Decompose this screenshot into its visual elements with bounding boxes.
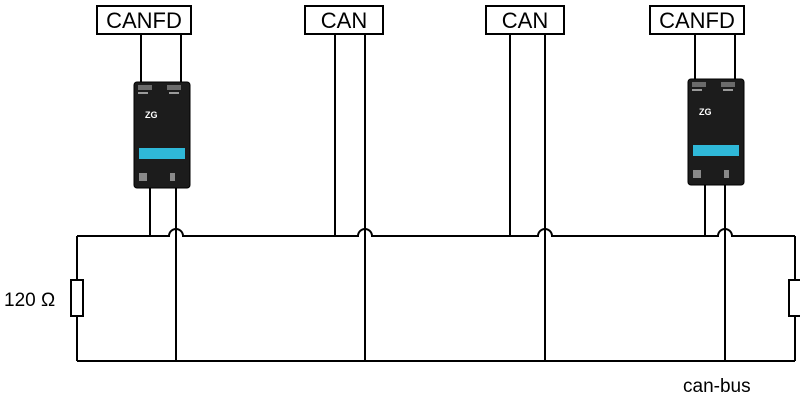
node-canfd-right: CANFD: [649, 5, 745, 35]
terminator-resistor-right: [788, 279, 800, 317]
device-display: [139, 148, 185, 159]
converter-device-left: ZG: [133, 81, 191, 189]
wires-canfd-right: [694, 34, 736, 80]
node-can-2: CAN: [485, 5, 565, 35]
node-label: CAN: [502, 8, 548, 33]
device-logo: ZG: [699, 107, 712, 117]
node-label: CANFD: [659, 8, 735, 33]
device-display: [693, 145, 739, 156]
bus-drops: [149, 34, 726, 361]
resistor-label: 120 Ω: [4, 290, 55, 311]
terminator-resistor-left: [70, 279, 84, 317]
bus-label: can-bus: [683, 376, 751, 397]
converter-device-right: ZG: [687, 78, 745, 186]
node-label: CAN: [321, 8, 367, 33]
device-logo: ZG: [145, 110, 158, 120]
node-label: CANFD: [106, 8, 182, 33]
bus-lines: [76, 228, 796, 362]
node-canfd-left: CANFD: [96, 5, 192, 35]
node-can-1: CAN: [304, 5, 384, 35]
wires-canfd-left: [140, 34, 182, 84]
